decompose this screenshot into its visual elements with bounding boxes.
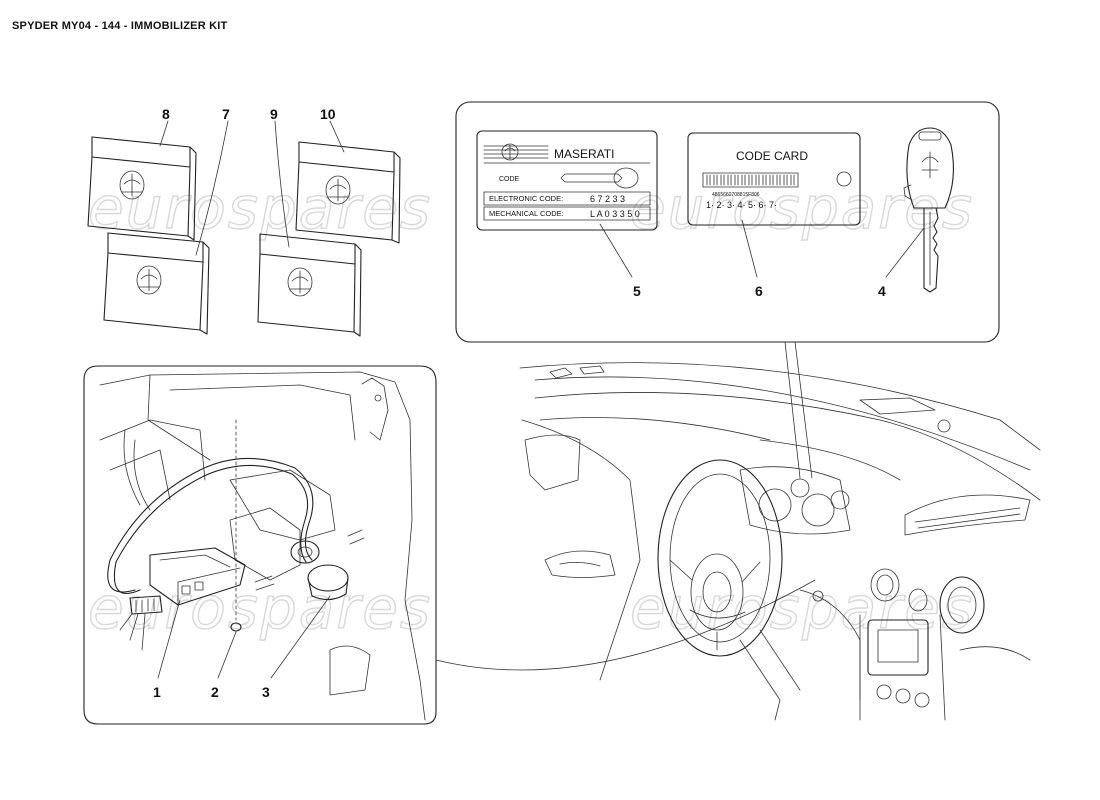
leader-8 [159, 120, 169, 147]
callout-8: 8 [162, 106, 170, 122]
leader-1 [157, 599, 181, 679]
leader-9 [274, 120, 290, 248]
mechanical-code-value: L A 0 3 3 5 0 [590, 209, 640, 219]
mechanical-code-label: MECHANICAL CODE: [489, 209, 564, 218]
callout-7: 7 [222, 106, 230, 122]
code-card-title: CODE CARD [736, 149, 808, 163]
callout-2: 2 [211, 684, 219, 700]
document-pouch-10 [295, 141, 401, 244]
maserati-code-card: MASERATI CODE ELECTRONIC CODE: 6 7 2 3 3… [476, 130, 658, 231]
code-card-digits: 1· 2· 3· 4· 5· 6· 7· [706, 200, 777, 210]
detail-frame [83, 365, 437, 725]
callout-1: 1 [153, 684, 161, 700]
leader-7 [195, 120, 229, 256]
detail-pointer [435, 579, 816, 671]
document-pouch-8 [87, 136, 197, 241]
callout-5: 5 [633, 283, 641, 299]
document-pouch-7 [103, 232, 210, 335]
watermark-group: eurospares eurospares eurospares eurospa… [87, 173, 974, 642]
document-pouch-9 [257, 233, 362, 337]
cards-panel-frame [455, 101, 1000, 343]
leader-4 [885, 227, 925, 278]
leader-6 [741, 219, 758, 278]
leader-3 [270, 595, 331, 679]
callout-10: 10 [320, 106, 336, 122]
leader-5 [599, 223, 633, 278]
page-title: SPYDER MY04 - 144 - IMMOBILIZER KIT [12, 20, 228, 32]
code-card: CODE CARD 4865660708815F806 1· 2· 3· 4· … [687, 132, 861, 226]
leader-10 [329, 120, 345, 153]
callout-4: 4 [878, 283, 886, 299]
leader-2 [217, 631, 237, 679]
dashboard-overview [519, 362, 1041, 721]
watermark-3: eurospares [88, 574, 432, 642]
steering-column-detail [99, 371, 426, 721]
callout-9: 9 [270, 106, 278, 122]
watermark-1: eurospares [88, 174, 432, 242]
barcode-number: 4865660708815F806 [712, 192, 760, 198]
remote-key [903, 127, 954, 293]
panel-pointer [784, 341, 813, 479]
card-code-label: CODE [499, 176, 520, 183]
barcode [706, 174, 795, 186]
electronic-code-value: 6 7 2 3 3 [590, 194, 625, 204]
card-brand: MASERATI [554, 147, 614, 161]
callout-3: 3 [262, 684, 270, 700]
callout-6: 6 [755, 283, 763, 299]
watermark-4: eurospares [630, 574, 974, 642]
electronic-code-label: ELECTRONIC CODE: [489, 194, 563, 203]
